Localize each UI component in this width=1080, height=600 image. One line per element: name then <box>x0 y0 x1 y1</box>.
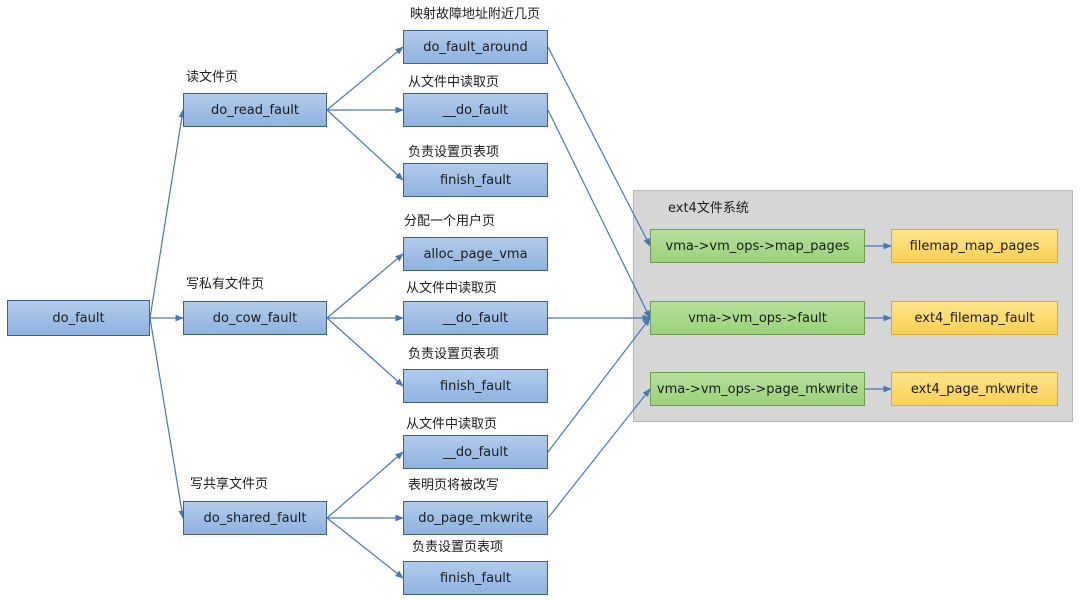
map-nearby-pages-label: 映射故障地址附近几页 <box>410 7 541 22</box>
set-page-table-label-2: 负责设置页表项 <box>408 347 500 362</box>
write-private-file-page-label: 写私有文件页 <box>186 277 265 292</box>
edge-fault-around-to-map-pages <box>547 46 651 247</box>
node-vm-ops-map-pages: vma->vm_ops->map_pages <box>650 229 865 263</box>
node-do-fault: do_fault <box>7 300 150 336</box>
node-do-page-mkwrite: do_page_mkwrite <box>403 501 548 535</box>
node-shared-finish-fault: finish_fault <box>403 561 548 595</box>
node-shared-do-fault: __do_fault <box>403 435 548 469</box>
node-alloc-page-vma: alloc_page_vma <box>403 237 548 271</box>
write-shared-file-page-label: 写共享文件页 <box>190 477 269 492</box>
edge-shared-to-do-fault <box>326 451 404 519</box>
node-ext4-filemap-fault: ext4_filemap_fault <box>891 301 1058 335</box>
node-do-shared-fault: do_shared_fault <box>183 501 327 535</box>
edge-cow-to-finish <box>326 317 404 387</box>
alloc-user-page-label: 分配一个用户页 <box>404 214 496 229</box>
node-do-fault-around: do_fault_around <box>403 30 548 64</box>
node-cow-do-fault: __do_fault <box>403 301 548 335</box>
node-vm-ops-page-mkwrite: vma->vm_ops->page_mkwrite <box>650 372 865 406</box>
read-page-from-file-label-2: 从文件中读取页 <box>406 281 498 296</box>
read-page-from-file-label-3: 从文件中读取页 <box>406 417 498 432</box>
edge-shared-do-fault-to-vm-fault <box>547 317 651 453</box>
ext4-group-label: ext4文件系统 <box>668 201 749 216</box>
edge-mkwrite-to-vm-page-mkwrite <box>547 388 651 519</box>
page-will-be-written-label: 表明页将被改写 <box>408 478 500 493</box>
edge-shared-to-finish <box>326 517 404 579</box>
node-filemap-map-pages: filemap_map_pages <box>891 229 1058 263</box>
read-page-from-file-label-1: 从文件中读取页 <box>408 75 500 90</box>
edge-do-fault-to-read <box>149 109 186 319</box>
edge-cow-to-alloc <box>326 253 404 319</box>
edge-read-to-fault-around <box>326 46 404 111</box>
node-read-do-fault: __do_fault <box>403 93 548 127</box>
node-read-finish-fault: finish_fault <box>403 163 548 197</box>
set-page-table-label-1: 负责设置页表项 <box>408 145 500 160</box>
edge-read-to-finish <box>326 109 404 181</box>
node-vm-ops-fault: vma->vm_ops->fault <box>650 301 865 335</box>
node-do-read-fault: do_read_fault <box>183 93 327 127</box>
set-page-table-label-3: 负责设置页表项 <box>412 540 504 555</box>
node-ext4-page-mkwrite: ext4_page_mkwrite <box>891 372 1058 406</box>
node-do-cow-fault: do_cow_fault <box>183 301 327 335</box>
read-file-page-label: 读文件页 <box>186 70 239 85</box>
edge-read-do-fault-to-vm-fault <box>547 109 651 319</box>
edge-do-fault-to-shared <box>149 317 186 519</box>
node-cow-finish-fault: finish_fault <box>403 369 548 403</box>
